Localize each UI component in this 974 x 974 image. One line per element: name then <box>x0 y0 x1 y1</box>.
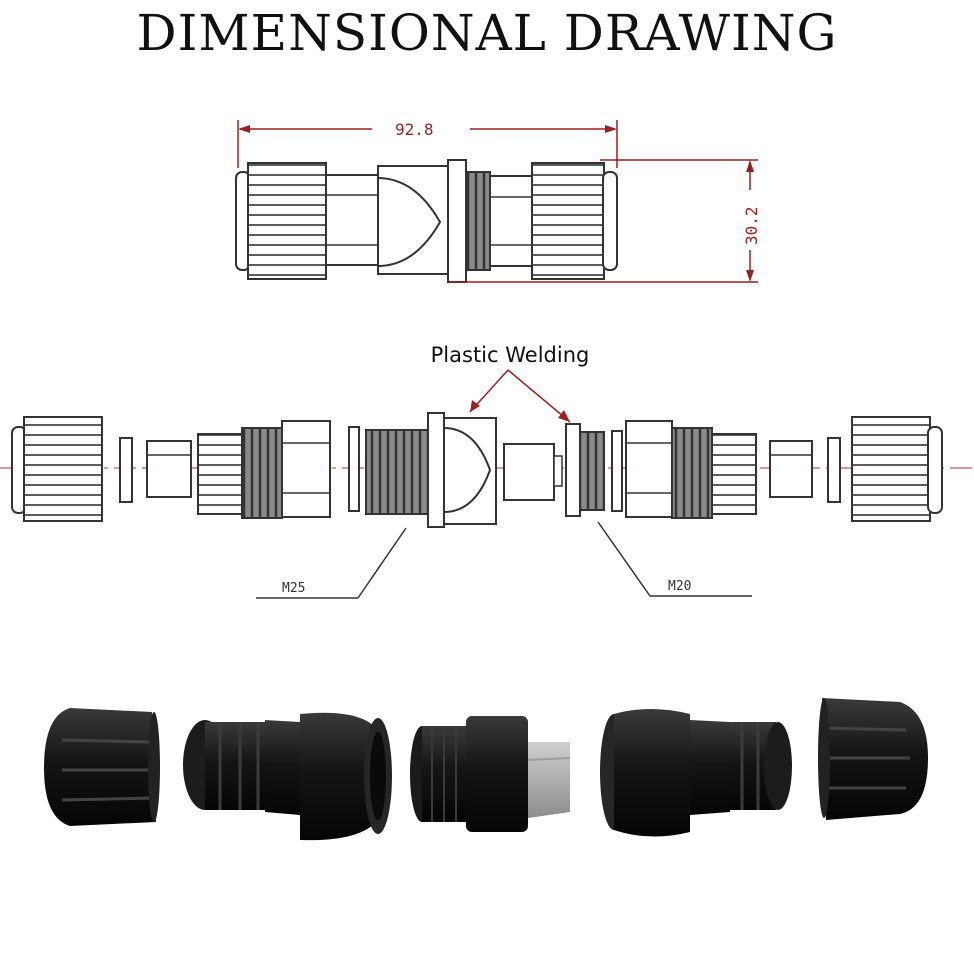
product-right-cap <box>818 698 928 820</box>
right-cap-end <box>602 171 618 271</box>
height-dimension: 30.2 <box>450 159 761 283</box>
exploded-left-claw <box>197 433 243 515</box>
center-flange <box>447 159 467 283</box>
m25-callout: M25 <box>256 527 407 599</box>
plastic-welding-callout: Plastic Welding <box>431 343 590 423</box>
assembled-connector-drawing: 92.8 30.2 <box>235 120 761 283</box>
exploded-right-seal <box>769 440 813 498</box>
length-value: 92.8 <box>395 120 434 139</box>
exploded-right-flange <box>565 423 581 517</box>
exploded-rj45-module <box>503 443 555 501</box>
exploded-left-washer <box>119 437 133 503</box>
exploded-right-body <box>625 420 673 518</box>
exploded-left-nut <box>23 416 103 522</box>
exploded-center-housing <box>443 417 497 525</box>
exploded-left-body <box>281 420 331 518</box>
product-center-module <box>410 716 571 832</box>
exploded-right-o-ring <box>611 430 623 512</box>
product-parts-illustration <box>44 698 928 841</box>
center-thread <box>465 171 491 271</box>
left-nut-ribbed <box>247 162 327 280</box>
exploded-center-flange <box>427 412 445 528</box>
m20-callout: M20 <box>597 521 752 597</box>
length-dimension: 92.8 <box>237 120 618 168</box>
height-value: 30.2 <box>742 206 761 245</box>
right-body <box>489 175 533 267</box>
exploded-left-seal <box>146 440 192 498</box>
plastic-welding-label: Plastic Welding <box>431 343 590 367</box>
exploded-connector-drawing: Plastic Welding M25 M20 <box>0 343 974 599</box>
page-title: DIMENSIONAL DRAWING <box>136 4 838 62</box>
exploded-right-thread <box>671 427 713 519</box>
m25-label: M25 <box>282 581 305 596</box>
exploded-left-o-ring <box>348 426 360 512</box>
exploded-left-thread <box>241 427 283 519</box>
product-right-gland <box>600 709 792 837</box>
exploded-right-nut <box>851 416 931 522</box>
exploded-right-claw <box>711 433 757 515</box>
exploded-center-thread-m25 <box>365 429 429 515</box>
m20-label: M20 <box>668 579 691 594</box>
exploded-right-washer <box>827 437 841 503</box>
exploded-right-thread-m20 <box>579 431 605 511</box>
rj45-jack <box>528 742 570 818</box>
product-left-cap <box>44 708 160 826</box>
left-body <box>325 174 379 266</box>
product-left-gland <box>183 712 392 841</box>
right-nut-ribbed <box>531 162 605 280</box>
center-housing <box>377 165 449 275</box>
exploded-right-cap-end <box>927 426 943 514</box>
